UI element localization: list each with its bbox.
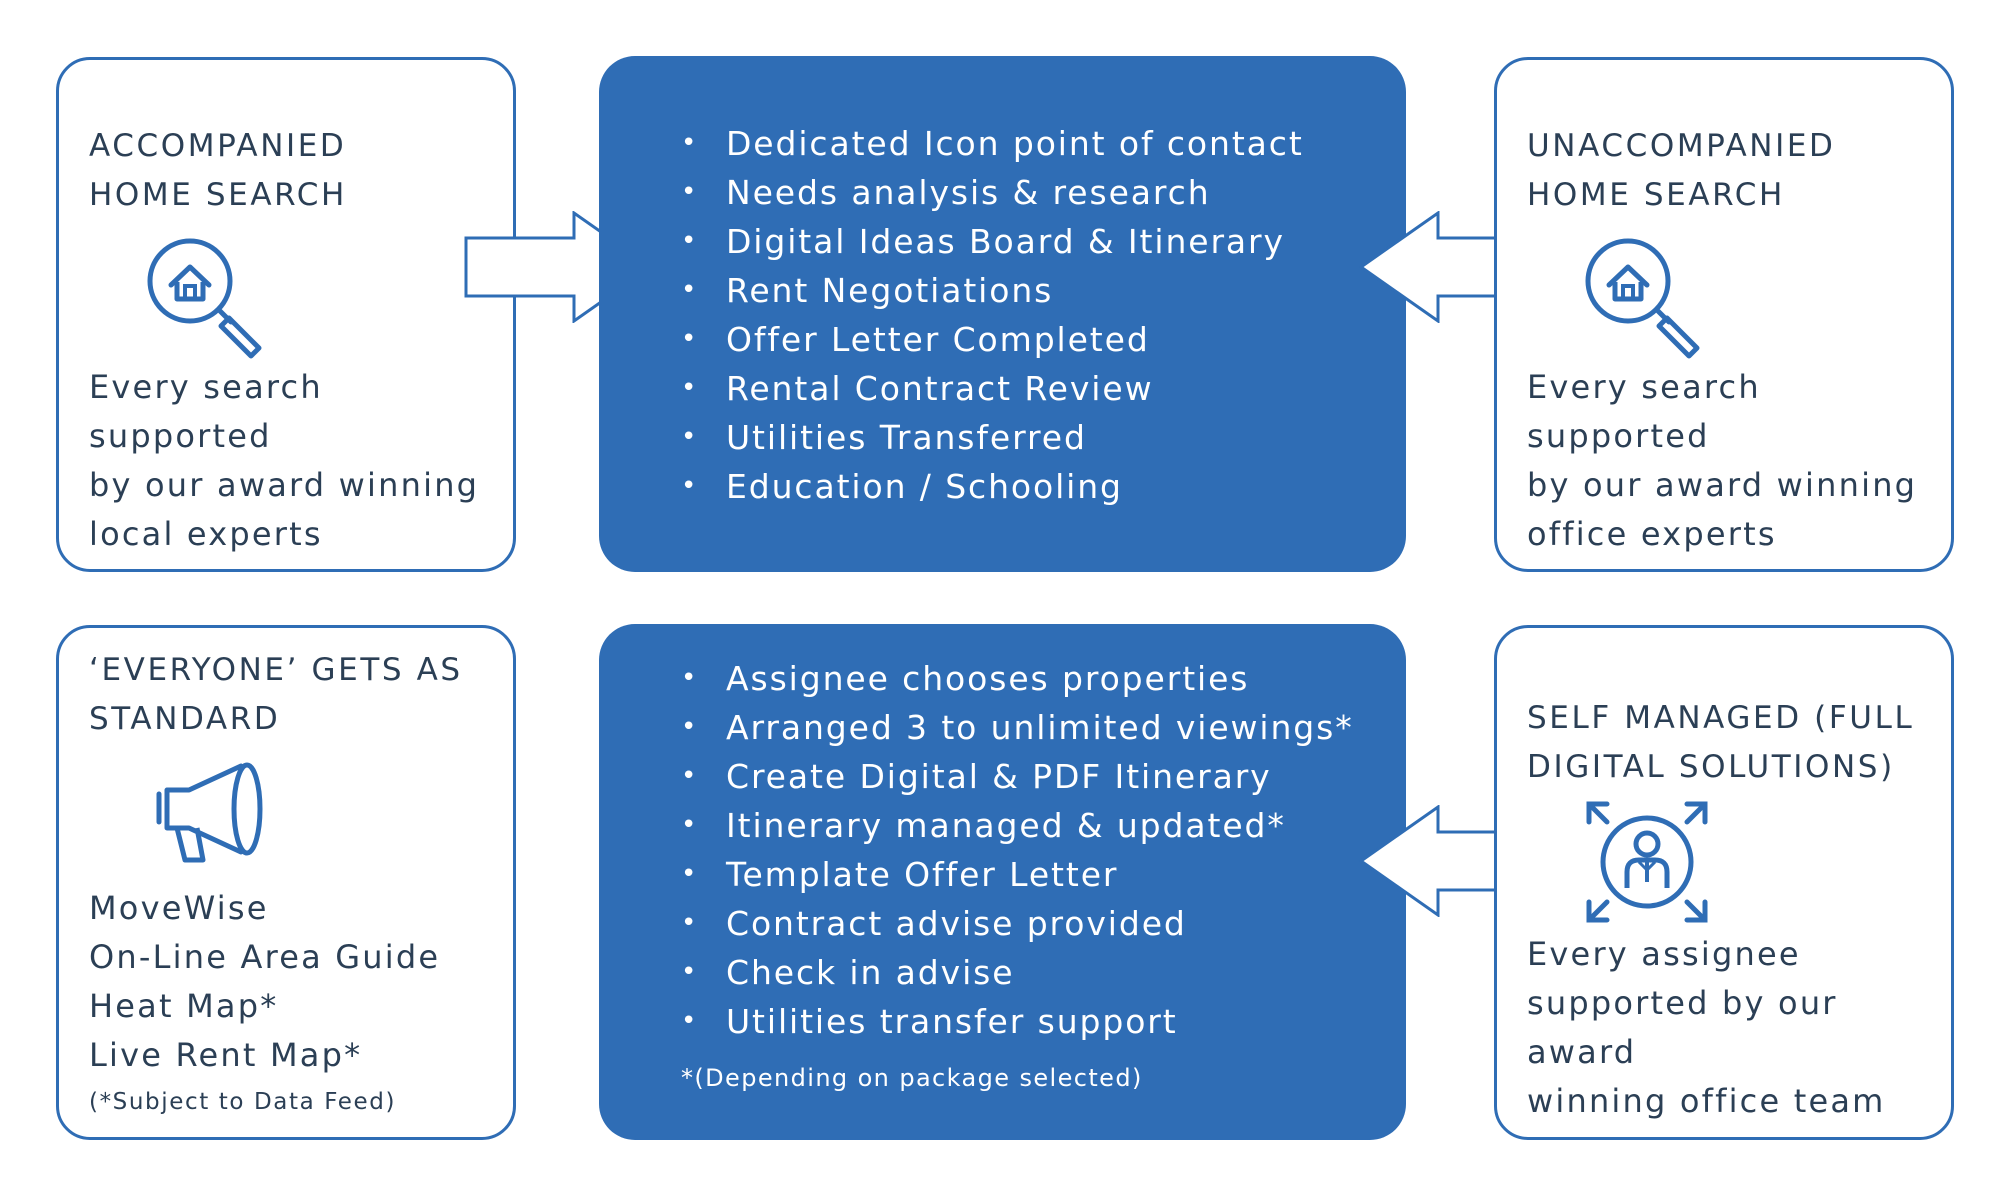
unaccompanied-heading: UNACCOMPANIED HOME SEARCH (1527, 128, 1836, 213)
self-managed-card: SELF MANAGED (FULL DIGITAL SOLUTIONS) Ev… (1494, 625, 1954, 1140)
bottom-services-panel: Assignee chooses properties Arranged 3 t… (599, 624, 1406, 1140)
list-item: Contract advise provided (681, 899, 1354, 948)
list-item: Education / Schooling (681, 462, 1304, 511)
unaccompanied-description: Every search supported by our award winn… (1527, 368, 1918, 553)
list-item: Offer Letter Completed (681, 315, 1304, 364)
megaphone-icon (156, 762, 263, 863)
top-services-list: Dedicated Icon point of contact Needs an… (681, 119, 1304, 511)
list-item: Rent Negotiations (681, 266, 1304, 315)
self-managed-description: Every assignee supported by our award wi… (1527, 935, 1886, 1120)
everyone-heading: ‘EVERYONE’ GETS AS STANDARD (89, 652, 463, 737)
house-search-icon (1585, 238, 1700, 359)
accompanied-description: Every search supported by our award winn… (89, 368, 480, 553)
list-item: Assignee chooses properties (681, 654, 1354, 703)
list-item: Template Offer Letter (681, 850, 1354, 899)
everyone-standard-card: ‘EVERYONE’ GETS AS STANDARD MoveWise On-… (56, 625, 516, 1140)
person-expand-icon (1586, 801, 1708, 923)
everyone-features: MoveWise On-Line Area Guide Heat Map* Li… (89, 889, 441, 1074)
list-item: Create Digital & PDF Itinerary (681, 752, 1354, 801)
list-item: Dedicated Icon point of contact (681, 119, 1304, 168)
list-item: Needs analysis & research (681, 168, 1304, 217)
list-item: Itinerary managed & updated* (681, 801, 1354, 850)
package-footnote: *(Depending on package selected) (681, 1064, 1143, 1092)
unaccompanied-card: UNACCOMPANIED HOME SEARCH Every search s… (1494, 57, 1954, 572)
accompanied-heading: ACCOMPANIED HOME SEARCH (89, 128, 347, 213)
list-item: Check in advise (681, 948, 1354, 997)
list-item: Arranged 3 to unlimited viewings* (681, 703, 1354, 752)
self-managed-heading: SELF MANAGED (FULL DIGITAL SOLUTIONS) (1527, 700, 1915, 785)
data-feed-note: (*Subject to Data Feed) (89, 1089, 397, 1115)
house-search-icon (147, 238, 262, 359)
bottom-services-list: Assignee chooses properties Arranged 3 t… (681, 654, 1354, 1046)
top-services-panel: Dedicated Icon point of contact Needs an… (599, 56, 1406, 572)
list-item: Utilities Transferred (681, 413, 1304, 462)
list-item: Digital Ideas Board & Itinerary (681, 217, 1304, 266)
list-item: Rental Contract Review (681, 364, 1304, 413)
list-item: Utilities transfer support (681, 997, 1354, 1046)
accompanied-card: ACCOMPANIED HOME SEARCH Every search sup… (56, 57, 516, 572)
